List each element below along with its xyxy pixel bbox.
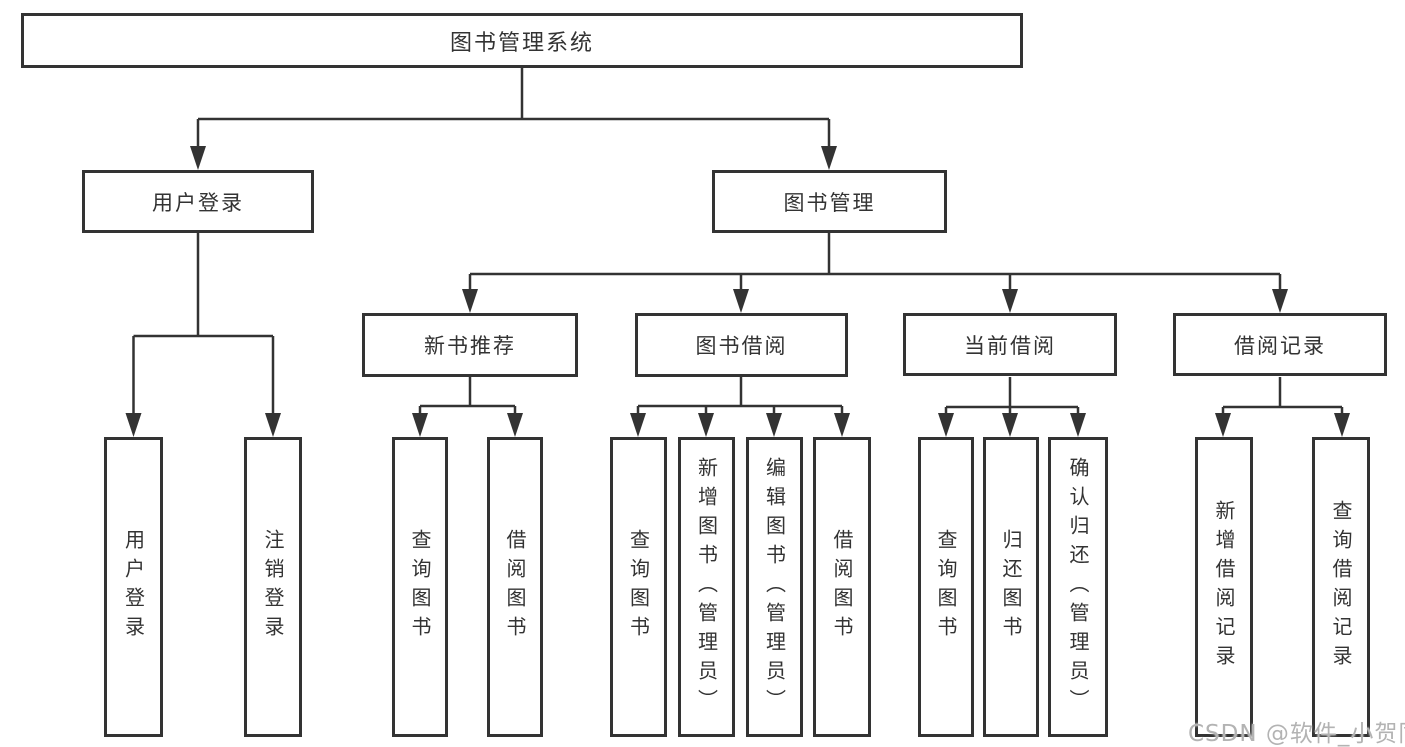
node-book-management: 图书管理 [712,170,947,233]
leaf-query-books-recommend: 查询图书 [392,437,448,737]
leaf-add-book-admin: 新增图书（管理员） [678,437,735,737]
node-root-system: 图书管理系统 [21,13,1023,68]
leaf-query-books-borrowing: 查询图书 [610,437,667,737]
node-user-login: 用户登录 [82,170,314,233]
leaf-borrow-books-recommend: 借阅图书 [487,437,543,737]
leaf-return-books: 归还图书 [983,437,1039,737]
arrowheads [125,146,1350,437]
leaf-logout-login: 注销登录 [244,437,302,737]
leaf-confirm-return-admin: 确认归还（管理员） [1048,437,1108,737]
leaf-edit-book-admin: 编辑图书（管理员） [746,437,803,737]
leaf-query-books-current: 查询图书 [918,437,974,737]
csdn-watermark: CSDN @软件_小贺同学 [1188,721,1405,747]
leaf-add-borrow-record: 新增借阅记录 [1195,437,1253,737]
node-current-borrowing: 当前借阅 [903,313,1117,376]
node-borrow-records: 借阅记录 [1173,313,1387,376]
node-book-borrowing: 图书借阅 [635,313,848,377]
node-new-book-recommend: 新书推荐 [362,313,578,377]
leaf-query-borrow-record: 查询借阅记录 [1312,437,1370,737]
leaf-user-login: 用户登录 [104,437,163,737]
leaf-borrow-books-borrowing: 借阅图书 [813,437,871,737]
